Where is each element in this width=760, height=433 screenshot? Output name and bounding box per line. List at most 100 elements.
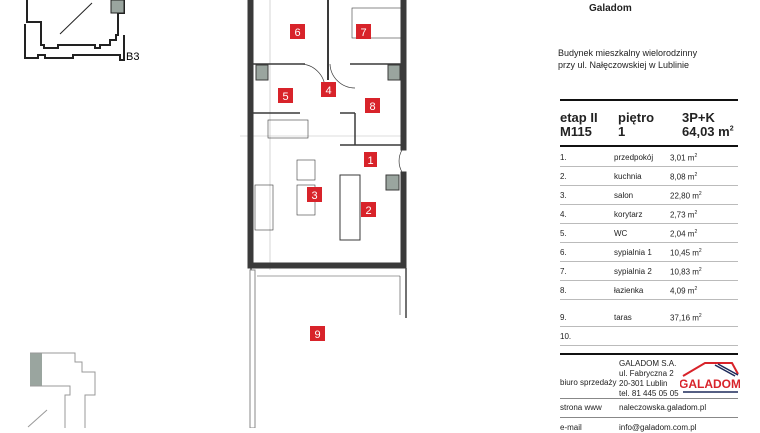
area-unit-sup: 2 <box>694 153 698 159</box>
room-number: 8. <box>560 286 567 295</box>
area-unit-sup: 2 <box>694 210 698 216</box>
svg-text:9: 9 <box>314 329 320 341</box>
room-number: 7. <box>560 267 567 276</box>
apartment-area: 64,03 m2 <box>682 124 734 139</box>
area-unit-sup: 2 <box>694 286 698 292</box>
room-row: 5. WC 2,04 m2 <box>560 229 740 241</box>
room-area: 2,04 m2 <box>670 229 697 239</box>
room-area-value: 2,73 m <box>670 210 695 220</box>
svg-text:GALADOM: GALADOM <box>680 377 740 391</box>
room-area-value: 10,83 m <box>670 267 699 277</box>
room-name: WC <box>614 229 628 238</box>
room-number: 2. <box>560 172 567 181</box>
key-plan-top: B3 <box>24 0 139 63</box>
address-line: 20-301 Lublin <box>619 379 668 388</box>
room-name: przedpokój <box>614 153 654 162</box>
room-number: 10. <box>560 332 572 341</box>
room-row: 10. <box>560 332 740 344</box>
divider <box>560 99 738 101</box>
room-marker-3: 3 <box>307 187 322 202</box>
row-divider <box>560 280 738 281</box>
room-area-value: 2,04 m <box>670 229 695 239</box>
apartment-type: 3P+K <box>682 110 715 125</box>
row-divider <box>560 326 738 327</box>
room-number: 9. <box>560 313 567 322</box>
svg-text:6: 6 <box>294 27 300 39</box>
building-description: Budynek mieszkalny wielorodzinny przy ul… <box>558 47 697 71</box>
floor-plan: 6 7 4 5 8 1 3 2 9 <box>240 0 407 428</box>
room-number: 5. <box>560 229 567 238</box>
room-area: 3,01 m2 <box>670 153 697 163</box>
room-row: 9. taras 37,16 m2 <box>560 313 740 325</box>
row-divider <box>560 185 738 186</box>
room-number: 1. <box>560 153 567 162</box>
area-unit-sup: 2 <box>698 267 702 273</box>
room-name: łazienka <box>614 286 644 295</box>
room-area-value: 3,01 m <box>670 153 695 163</box>
row-divider <box>560 242 738 243</box>
room-area: 2,73 m2 <box>670 210 697 220</box>
room-area: 10,83 m2 <box>670 267 702 277</box>
room-name: salon <box>614 191 634 200</box>
email-label: e-mail <box>560 423 582 432</box>
room-marker-9: 9 <box>310 326 325 341</box>
area-unit-sup: 2 <box>698 191 702 197</box>
area-value: 64,03 m <box>682 124 730 139</box>
room-marker-2: 2 <box>361 202 376 217</box>
key-plan-site <box>27 352 96 428</box>
area-unit-sup: 2 <box>729 125 734 133</box>
north-arrow-icon <box>59 2 93 35</box>
room-row: 3. salon 22,80 m2 <box>560 191 740 203</box>
address-line: ul. Fabryczna 2 <box>619 369 674 378</box>
row-divider <box>560 345 738 346</box>
divider <box>560 398 738 399</box>
room-row: 8. łazienka 4,09 m2 <box>560 286 740 298</box>
room-area: 8,08 m2 <box>670 172 697 182</box>
svg-text:5: 5 <box>282 91 288 103</box>
row-divider <box>560 299 738 300</box>
room-name: sypialnia 2 <box>614 267 652 276</box>
room-area: 10,45 m2 <box>670 248 702 258</box>
room-marker-6: 6 <box>290 24 305 39</box>
svg-text:8: 8 <box>369 101 375 113</box>
svg-text:3: 3 <box>311 190 317 202</box>
area-unit-sup: 2 <box>698 313 702 319</box>
address-line: tel. 81 445 05 05 <box>619 389 679 398</box>
sales-address: GALADOM S.A. ul. Fabryczna 2 20-301 Lubl… <box>619 359 679 399</box>
room-number: 4. <box>560 210 567 219</box>
svg-text:1: 1 <box>367 155 373 167</box>
divider <box>560 145 738 147</box>
room-area: 4,09 m2 <box>670 286 697 296</box>
area-unit-sup: 2 <box>694 172 698 178</box>
room-area: 37,16 m2 <box>670 313 702 323</box>
room-area-value: 22,80 m <box>670 191 699 201</box>
web-link[interactable]: naleczowska.galadom.pl <box>619 403 707 412</box>
svg-text:7: 7 <box>360 27 366 39</box>
row-divider <box>560 223 738 224</box>
description-line: przy ul. Nałęczowskiej w Lublinie <box>558 60 690 70</box>
sales-label: biuro sprzedaży <box>560 378 617 387</box>
email-link[interactable]: info@galadom.com.pl <box>619 423 697 432</box>
room-row: 2. kuchnia 8,08 m2 <box>560 172 740 184</box>
room-area-value: 8,08 m <box>670 172 695 182</box>
room-marker-4: 4 <box>321 82 336 97</box>
room-name: sypialnia 1 <box>614 248 652 257</box>
row-divider <box>560 204 738 205</box>
galadom-logo: GALADOM <box>680 362 740 393</box>
room-area: 22,80 m2 <box>670 191 702 201</box>
room-marker-1: 1 <box>364 152 377 167</box>
room-marker-5: 5 <box>278 88 293 103</box>
room-name: taras <box>614 313 632 322</box>
room-row: 1. przedpokój 3,01 m2 <box>560 153 740 165</box>
divider <box>560 353 738 355</box>
room-number: 3. <box>560 191 567 200</box>
room-number: 6. <box>560 248 567 257</box>
divider <box>560 417 738 418</box>
area-unit-sup: 2 <box>694 229 698 235</box>
room-row: 7. sypialnia 2 10,83 m2 <box>560 267 740 279</box>
room-area-value: 4,09 m <box>670 286 695 296</box>
floor-label: piętro <box>618 110 655 125</box>
stage: etap II <box>560 110 598 125</box>
room-row: 6. sypialnia 1 10,45 m2 <box>560 248 740 260</box>
row-divider <box>560 166 738 167</box>
